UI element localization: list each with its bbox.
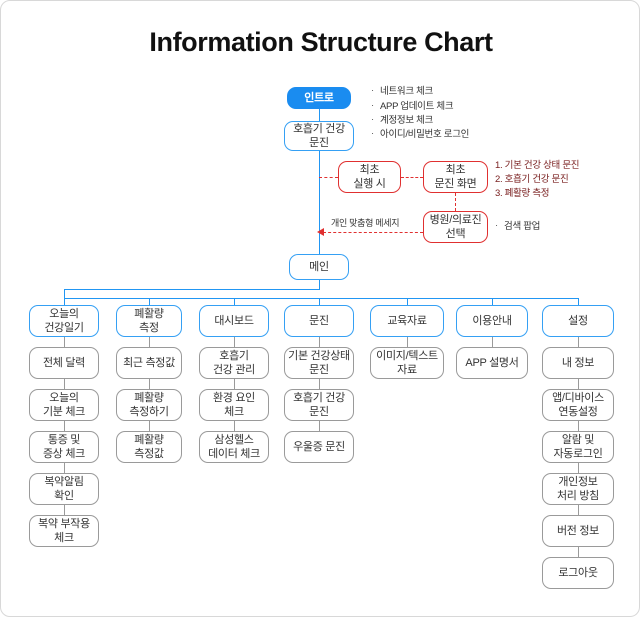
list-item[interactable]: 개인정보 처리 방침 (542, 473, 614, 505)
wire-trunk-to-first-run (319, 177, 338, 178)
list-item[interactable]: 폐활량 측정값 (116, 431, 182, 463)
list-item[interactable]: 통증 및 증상 체크 (29, 431, 99, 463)
stack-link-c1-i5 (64, 505, 65, 515)
hospital-note: 검색 팝업 (493, 219, 540, 235)
list-item[interactable]: 복약 부작용 체크 (29, 515, 99, 547)
wire-login-main-trunk (319, 151, 320, 254)
intro-note: 네트워크 체크 (369, 84, 453, 100)
page-title: Information Structure Chart (149, 27, 493, 57)
list-item[interactable]: 알람 및 자동로그인 (542, 431, 614, 463)
stack-link-c3-i2 (234, 379, 235, 389)
list-item[interactable]: 폐활량 측정하기 (116, 389, 182, 421)
list-item[interactable]: APP 설명서 (456, 347, 528, 379)
column-head-6[interactable]: 이용안내 (456, 305, 528, 337)
stack-link-c7-i4 (578, 463, 579, 473)
wire-column-bus (64, 298, 578, 299)
stack-link-c7-i3 (578, 421, 579, 431)
stack-link-c3-i1 (234, 337, 235, 347)
wire-drop-col-3 (234, 298, 235, 305)
node-login-survey[interactable]: 호흡기 건강 문진 (284, 121, 354, 151)
stack-link-c1-i3 (64, 421, 65, 431)
stack-link-c3-i3 (234, 421, 235, 431)
list-item[interactable]: 앱/디바이스 연동설정 (542, 389, 614, 421)
wire-drop-col-7 (578, 298, 579, 305)
list-item[interactable]: 호흡기 건강 문진 (284, 389, 354, 421)
stack-link-c5-i1 (407, 337, 408, 347)
column-head-3[interactable]: 대시보드 (199, 305, 269, 337)
column-head-2[interactable]: 폐활량 측정 (116, 305, 182, 337)
list-item[interactable]: 전체 달력 (29, 347, 99, 379)
node-first-run[interactable]: 최초 실행 시 (338, 161, 401, 193)
intro-note: 계정정보 체크 (369, 113, 453, 129)
stack-link-c4-i1 (319, 337, 320, 347)
wire-drop-col-2 (149, 298, 150, 305)
wire-survey-to-hospital (455, 193, 456, 211)
stack-link-c1-i4 (64, 463, 65, 473)
stack-link-c4-i2 (319, 379, 320, 389)
list-item[interactable]: 기본 건강상태 문진 (284, 347, 354, 379)
stack-link-c2-i2 (149, 379, 150, 389)
column-head-5[interactable]: 교육자료 (370, 305, 444, 337)
column-head-7[interactable]: 설정 (542, 305, 614, 337)
wire-drop-col-6 (492, 298, 493, 305)
personal-message-label: 개인 맞춤형 메세지 (331, 218, 400, 228)
stack-link-c2-i3 (149, 421, 150, 431)
wire-drop-col-4 (319, 298, 320, 305)
stack-link-c6-i1 (492, 337, 493, 347)
stack-link-c2-i1 (149, 337, 150, 347)
arrow-personal-message (317, 228, 324, 236)
stack-link-c7-i1 (578, 337, 579, 347)
login-note: 아이디/비밀번호 로그인 (369, 127, 469, 143)
wire-hospital-to-trunk (323, 232, 423, 233)
wire-drop-col-1 (64, 298, 65, 305)
wire-intro-login (319, 109, 320, 121)
list-item[interactable]: 최근 측정값 (116, 347, 182, 379)
stack-link-c1-i2 (64, 379, 65, 389)
node-main[interactable]: 메인 (289, 254, 349, 280)
node-hospital-select[interactable]: 병원/의료진 선택 (423, 211, 488, 243)
list-item[interactable]: 삼성헬스 데이터 체크 (199, 431, 269, 463)
wire-first-run-to-survey (401, 177, 423, 178)
intro-note: APP 업데이트 체크 (369, 99, 454, 115)
stack-link-c7-i6 (578, 547, 579, 557)
login-notes: 아이디/비밀번호 로그인 (369, 127, 469, 143)
column-head-1[interactable]: 오늘의 건강일기 (29, 305, 99, 337)
wire-main-bus (64, 289, 320, 290)
list-item[interactable]: 환경 요인 체크 (199, 389, 269, 421)
wire-main-down (319, 280, 320, 289)
stack-link-c1-i1 (64, 337, 65, 347)
intro-notes: 네트워크 체크 APP 업데이트 체크 계정정보 체크 (369, 84, 454, 129)
list-item[interactable]: 복약알림 확인 (29, 473, 99, 505)
hospital-notes: 검색 팝업 (493, 219, 540, 235)
list-item[interactable]: 호흡기 건강 관리 (199, 347, 269, 379)
column-head-4[interactable]: 문진 (284, 305, 354, 337)
list-item[interactable]: 로그아웃 (542, 557, 614, 589)
stack-link-c7-i5 (578, 505, 579, 515)
wire-bus-drop-left (64, 289, 65, 299)
list-item[interactable]: 우울증 문진 (284, 431, 354, 463)
stack-link-c4-i3 (319, 421, 320, 431)
node-first-survey-screen[interactable]: 최초 문진 화면 (423, 161, 488, 193)
wire-drop-col-5 (407, 298, 408, 305)
list-item[interactable]: 오늘의 기분 체크 (29, 389, 99, 421)
list-item[interactable]: 내 정보 (542, 347, 614, 379)
survey-steps-note: 1. 기본 건강 상태 문진 2. 호흡기 건강 문진 3. 폐활량 측정 (495, 160, 580, 199)
list-item[interactable]: 버전 정보 (542, 515, 614, 547)
list-item[interactable]: 이미지/텍스트 자료 (370, 347, 444, 379)
stack-link-c7-i2 (578, 379, 579, 389)
node-intro[interactable]: 인트로 (287, 87, 351, 109)
